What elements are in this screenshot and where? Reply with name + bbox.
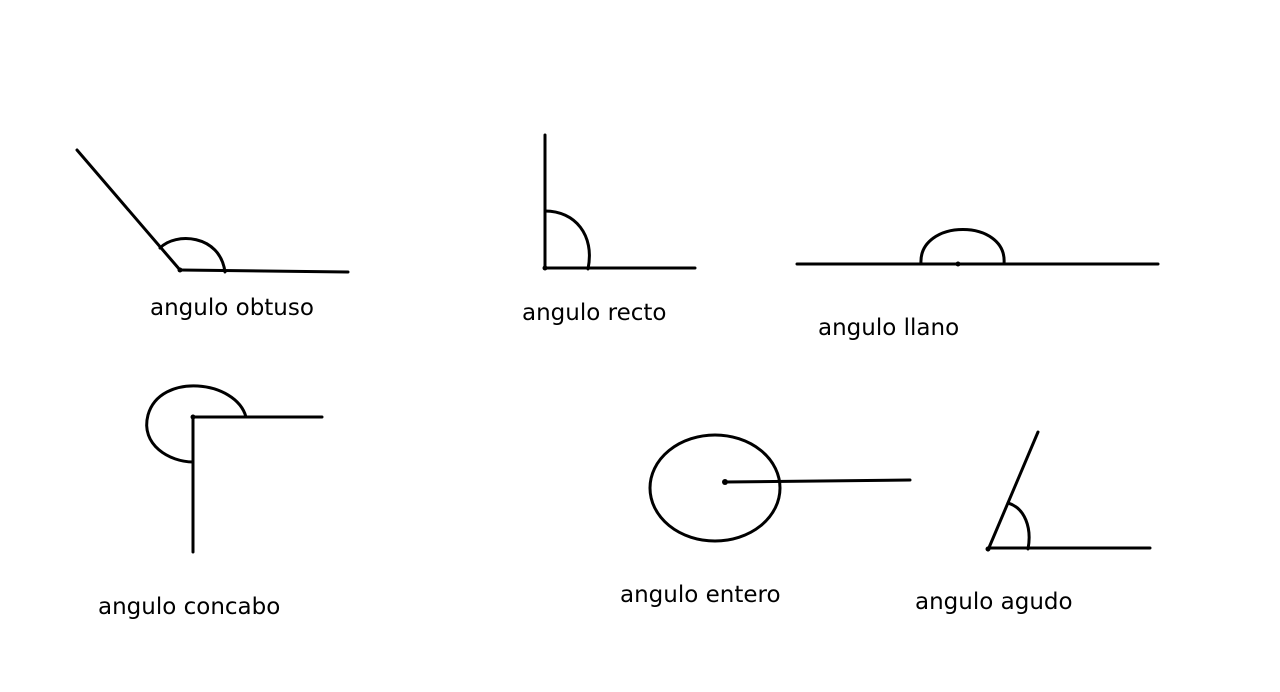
obtuse-angle [75, 148, 350, 274]
full-angle [648, 433, 912, 543]
right-angle [542, 133, 697, 271]
label-straight: angulo llano [818, 315, 960, 341]
label-full: angulo entero [620, 582, 781, 608]
concave-angle [145, 384, 324, 554]
straight-angle [795, 228, 1160, 267]
label-obtuse: angulo obtuso [150, 295, 314, 321]
label-right: angulo recto [522, 300, 667, 326]
acute-angle [985, 430, 1152, 552]
label-concave: angulo concabo [98, 594, 281, 620]
label-acute: angulo agudo [915, 589, 1073, 615]
